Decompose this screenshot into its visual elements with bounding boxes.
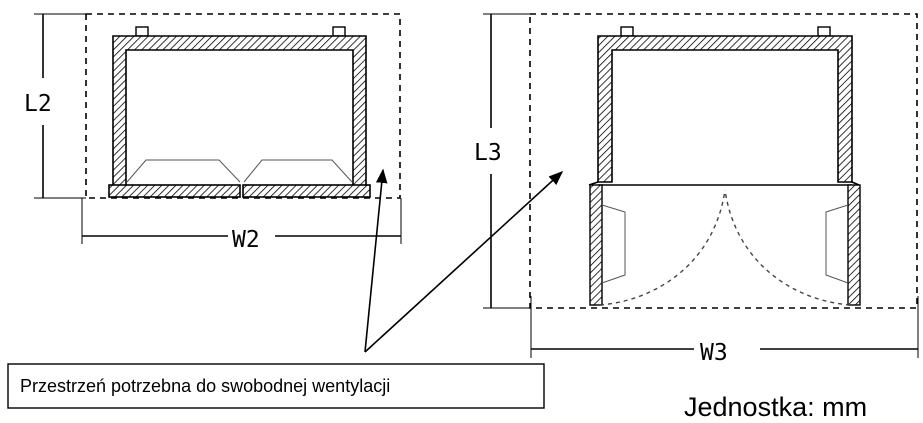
open-door-left — [589, 184, 603, 306]
callout-arrow-left — [364, 168, 388, 353]
door-swing-arc-left — [599, 189, 726, 306]
inner-drawer-right — [243, 159, 353, 183]
top-hinge-left-open — [620, 26, 634, 37]
open-door-right — [847, 184, 861, 306]
door-bin-left — [601, 204, 626, 284]
callout-box — [7, 363, 545, 409]
ventilation-clearance-boundary-left — [85, 13, 401, 199]
dimension-w3-label: W3 — [700, 340, 728, 366]
top-hinge-left — [135, 26, 149, 37]
dimension-w2-label: W2 — [232, 227, 260, 253]
top-hinge-right — [332, 26, 346, 37]
top-hinge-right-open — [817, 26, 831, 37]
ventilation-callout: Przestrzeń potrzebna do swobodnej wentyl… — [7, 168, 564, 409]
cabinet-wall-right-view — [597, 35, 853, 183]
closed-door-right — [242, 184, 371, 198]
ventilation-clearance-boundary-right — [529, 13, 918, 309]
closed-door-figure: L2 W2 — [24, 13, 402, 253]
callout-text: Przestrzeń potrzebna do swobodnej wentyl… — [20, 376, 390, 396]
unit-label: Jednostka: mm — [684, 392, 867, 422]
dimension-l2-label: L2 — [24, 91, 52, 117]
closed-door-left — [108, 184, 241, 198]
inner-drawer-left — [126, 159, 241, 183]
door-bin-right — [825, 204, 849, 284]
callout-arrow-right — [364, 171, 564, 353]
dimension-l3-label: L3 — [474, 140, 502, 166]
cabinet-wall-left-view — [112, 35, 367, 187]
open-door-figure: L3 W3 — [474, 13, 919, 366]
door-swing-arc-right — [724, 189, 851, 306]
